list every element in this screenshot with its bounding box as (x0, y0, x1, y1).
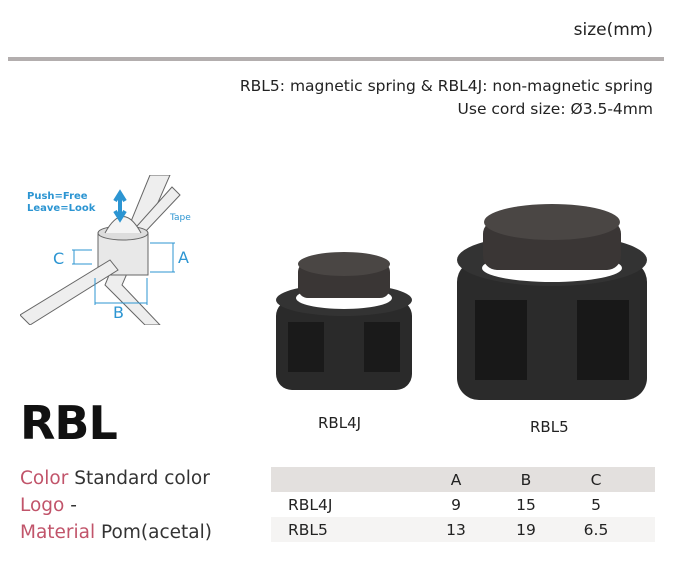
divider (8, 57, 664, 61)
product-caption-rbl4j: RBL4J (318, 414, 362, 432)
cell-model: RBL5 (271, 517, 421, 542)
spec-logo: Logo - (20, 495, 77, 516)
spec-key: Material (20, 522, 96, 543)
spec-value: Standard color (74, 468, 210, 489)
column-header: C (561, 467, 631, 492)
table-header: A B C (271, 467, 655, 492)
dim-c-label: C (53, 249, 64, 268)
unit-label: size(mm) (573, 20, 653, 40)
cell-a: 13 (421, 517, 491, 542)
table-row: RBL5 13 19 6.5 (271, 517, 655, 542)
size-table: A B C RBL4J 9 15 5 RBL5 13 19 6.5 (271, 467, 655, 542)
cell-a: 9 (451, 495, 461, 514)
spec-color: Color Standard color (20, 468, 210, 489)
product-image-rbl4j (276, 252, 412, 390)
dim-b-label: B (113, 303, 124, 322)
cell-c: 6.5 (561, 517, 631, 542)
column-header: A (421, 467, 491, 492)
spec-key: Logo (20, 495, 65, 516)
tape-label: Tape (169, 213, 191, 223)
cell-b: 19 (491, 517, 561, 542)
column-header: B (491, 467, 561, 492)
spec-value: - (70, 495, 77, 516)
cell-c: 5 (591, 495, 601, 514)
cell-model: RBL4J (288, 495, 333, 514)
product-image-rbl5 (457, 204, 647, 400)
leave-label: Leave=Look (27, 203, 96, 214)
spring-note: RBL5: magnetic spring & RBL4J: non-magne… (239, 77, 653, 95)
dim-a-label: A (178, 248, 189, 267)
product-caption-rbl5: RBL5 (530, 418, 569, 436)
table-row: RBL4J 9 15 5 (271, 492, 655, 517)
column-header (271, 467, 421, 492)
spec-value: Pom(acetal) (101, 522, 212, 543)
usage-diagram: Push=Free Leave=Look Tape A B C (20, 175, 191, 325)
spec-material: Material Pom(acetal) (20, 522, 212, 543)
spec-key: Color (20, 468, 69, 489)
push-label: Push=Free (27, 191, 88, 202)
cell-b: 15 (516, 495, 536, 514)
product-title: RBL (20, 396, 118, 450)
push-arrow-icon (113, 189, 127, 223)
cord-size-note: Use cord size: Ø3.5-4mm (457, 100, 653, 118)
